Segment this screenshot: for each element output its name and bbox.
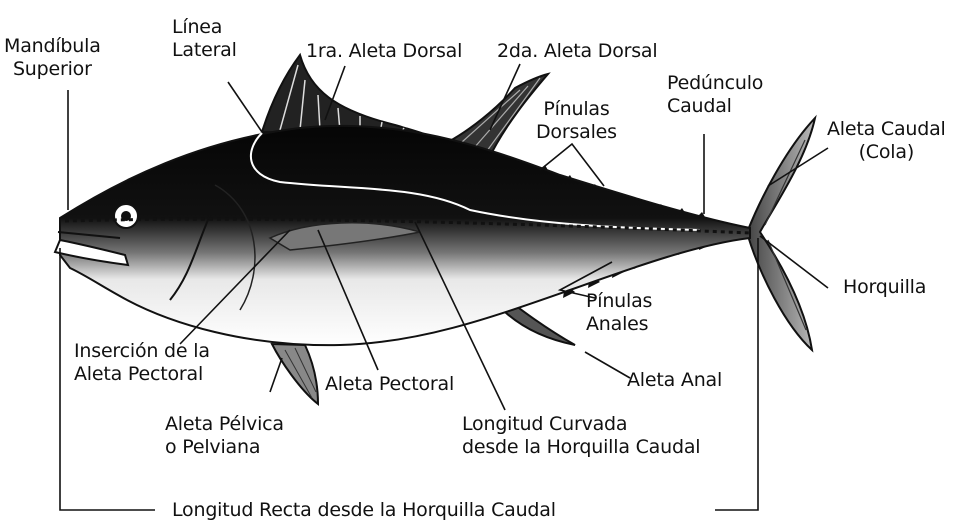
label-line: Superior [4,58,101,81]
label-longitud-recta: Longitud Recta desde la Horquilla Caudal [172,499,556,522]
label-line: Inserción de la [74,340,210,363]
label-line: Lateral [172,39,237,62]
label-pinulas-dorsales: Pínulas Dorsales [536,98,617,144]
label-line: Aleta Pectoral [74,363,210,386]
label-line: Aleta Anal [627,369,722,392]
label-line: Dorsales [536,121,617,144]
label-line: Longitud Curvada [462,413,700,436]
label-aleta-dorsal-1: 1ra. Aleta Dorsal [306,40,462,63]
label-aleta-pectoral: Aleta Pectoral [325,373,454,396]
label-line: (Cola) [827,141,946,164]
label-line: Caudal [667,95,763,118]
label-pinulas-anales: Pínulas Anales [586,290,652,336]
label-line: Pínulas [536,98,617,121]
pelvic-fin [272,344,318,404]
label-line: Pedúnculo [667,72,763,95]
label-linea-lateral: Línea Lateral [172,16,237,62]
label-horquilla: Horquilla [843,276,926,299]
label-line: Aleta Pélvica [165,413,284,436]
label-aleta-dorsal-2: 2da. Aleta Dorsal [497,40,657,63]
first-dorsal-fin [262,55,430,136]
label-insercion-aleta-pectoral: Inserción de la Aleta Pectoral [74,340,210,386]
label-pedunculo-caudal: Pedúnculo Caudal [667,72,763,118]
label-line: Aleta Caudal [827,118,946,141]
label-aleta-anal: Aleta Anal [627,369,722,392]
label-aleta-pelvica: Aleta Pélvica o Pelviana [165,413,284,459]
label-line: Horquilla [843,276,926,299]
label-line: 1ra. Aleta Dorsal [306,40,462,63]
label-line: 2da. Aleta Dorsal [497,40,657,63]
label-line: Longitud Recta desde la Horquilla Caudal [172,499,556,522]
label-line: desde la Horquilla Caudal [462,436,700,459]
label-longitud-curvada: Longitud Curvada desde la Horquilla Caud… [462,413,700,459]
label-line: Anales [586,313,652,336]
label-line: Pínulas [586,290,652,313]
label-aleta-caudal: Aleta Caudal (Cola) [827,118,946,164]
label-line: o Pelviana [165,436,284,459]
label-line: Aleta Pectoral [325,373,454,396]
label-line: Mandíbula [4,35,101,58]
label-mandibula-superior: Mandíbula Superior [4,35,101,81]
label-line: Línea [172,16,237,39]
